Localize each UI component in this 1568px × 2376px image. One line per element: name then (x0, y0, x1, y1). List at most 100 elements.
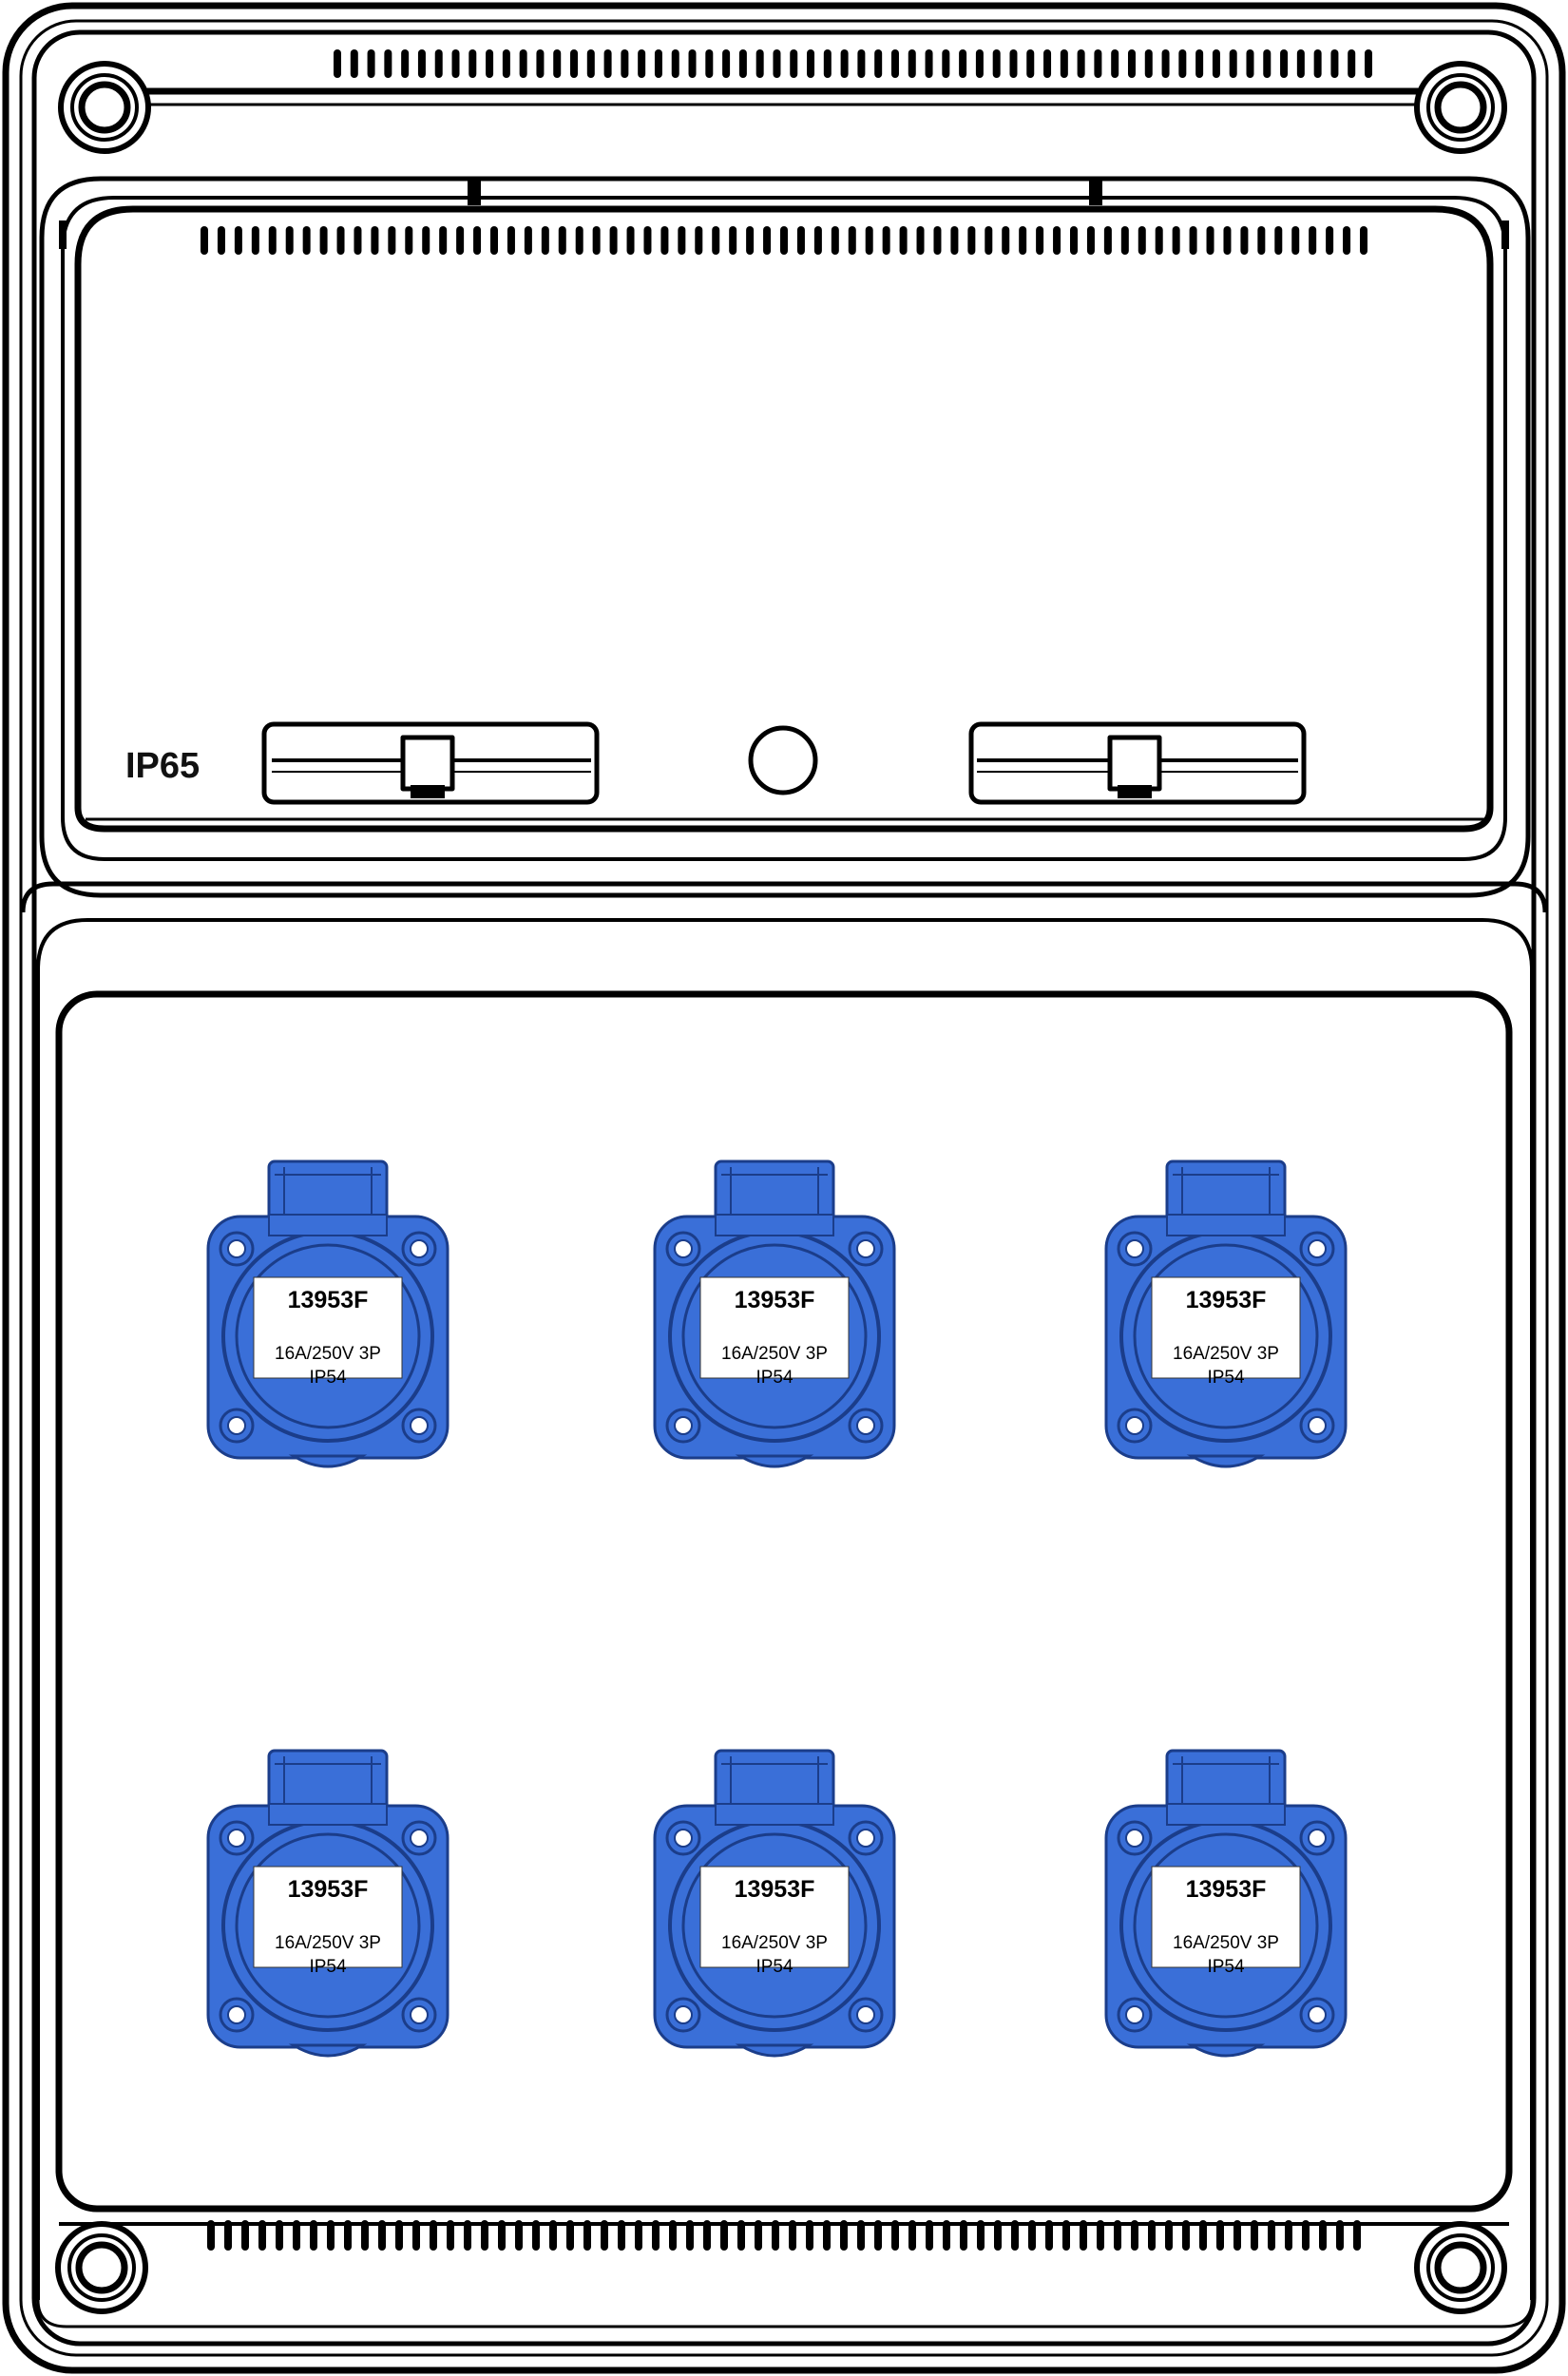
vent-slot (224, 2220, 232, 2251)
socket-2[interactable]: 13953F 16A/250V 3P IP54 (653, 1159, 896, 1468)
vent-slot (1097, 2220, 1104, 2251)
vent-grille-lid (201, 226, 1367, 255)
vent-slot (575, 226, 583, 255)
vent-slot (789, 2220, 796, 2251)
vent-slot (1309, 226, 1317, 255)
vent-slot (1138, 226, 1146, 255)
socket-3[interactable]: 13953F 16A/250V 3P IP54 (1104, 1159, 1348, 1468)
vent-slot (703, 2220, 711, 2251)
socket-code: 13953F (288, 1876, 369, 1903)
vent-slot (738, 49, 747, 78)
vent-slot (1348, 49, 1356, 78)
vent-slot (1028, 2220, 1036, 2251)
socket-spec-line2: IP54 (1207, 1957, 1245, 1977)
vent-slot (1302, 2220, 1310, 2251)
vent-slot (755, 49, 764, 78)
vent-slot (417, 49, 426, 78)
vent-slot (1127, 49, 1136, 78)
vent-slot (960, 2220, 967, 2251)
vent-slot (720, 2220, 728, 2251)
lid-lock-hole[interactable] (748, 725, 818, 795)
vent-slot (1285, 2220, 1292, 2251)
vent-slot (840, 2220, 848, 2251)
vent-slot (430, 2220, 437, 2251)
vent-slot (405, 226, 413, 255)
vent-slot (813, 226, 822, 255)
socket-spec-line2: IP54 (755, 1957, 794, 1977)
socket-6[interactable]: 13953F 16A/250V 3P IP54 (1104, 1749, 1348, 2058)
vent-slot (367, 49, 375, 78)
vent-slot (618, 2220, 625, 2251)
vent-grille-top (334, 49, 1372, 78)
vent-slot (354, 226, 362, 255)
vent-slot (890, 49, 899, 78)
vent-slot (942, 49, 950, 78)
vent-slot (1148, 2220, 1156, 2251)
vent-slot (592, 226, 601, 255)
socket-4[interactable]: 13953F 16A/250V 3P IP54 (206, 1749, 449, 2058)
vent-slot (763, 226, 772, 255)
vent-slot (925, 49, 933, 78)
socket-spec-line1: 16A/250V 3P (275, 1344, 381, 1364)
vent-slot (831, 226, 839, 255)
vent-slot (1026, 49, 1035, 78)
vent-slot (586, 49, 595, 78)
vent-slot (857, 2220, 865, 2251)
vent-slot (422, 226, 430, 255)
vent-slot (1223, 226, 1232, 255)
vent-slot (1045, 2220, 1053, 2251)
vent-slot (451, 49, 460, 78)
vent-slot (678, 226, 686, 255)
vent-slot (1144, 49, 1153, 78)
vent-slot (695, 226, 703, 255)
vent-slot (268, 226, 277, 255)
lid-latch-left[interactable] (261, 721, 600, 805)
vent-slot (755, 2220, 762, 2251)
socket-grid: 13953F 16A/250V 3P IP54 13953F 16A/250V … (206, 1159, 1348, 2058)
vent-slot (1206, 226, 1214, 255)
vent-slot (807, 49, 815, 78)
vent-slot (570, 49, 579, 78)
socket-5[interactable]: 13953F 16A/250V 3P IP54 (653, 1749, 896, 2058)
vent-slot (566, 2220, 574, 2251)
vent-slot (251, 226, 259, 255)
socket-code: 13953F (1186, 1287, 1267, 1313)
vent-slot (1251, 2220, 1258, 2251)
vent-slot (1131, 2220, 1138, 2251)
vent-slot (334, 49, 341, 78)
vent-slot (1319, 2220, 1327, 2251)
vent-slot (950, 226, 959, 255)
vent-slot (1360, 226, 1367, 255)
vent-slot (796, 226, 805, 255)
vent-slot (1114, 2220, 1121, 2251)
vent-slot (652, 2220, 660, 2251)
vent-slot (985, 226, 993, 255)
vent-slot (285, 226, 294, 255)
vent-slot (439, 226, 448, 255)
vent-slot (395, 2220, 403, 2251)
lid-latch-right[interactable] (968, 721, 1307, 805)
vent-slot (882, 226, 890, 255)
vent-slot (1155, 226, 1163, 255)
vent-slot (874, 49, 883, 78)
vent-slot (1216, 2220, 1224, 2251)
socket-1[interactable]: 13953F 16A/250V 3P IP54 (206, 1159, 449, 1468)
vent-slot (468, 49, 477, 78)
vent-slot (207, 2220, 215, 2251)
vent-slot (1002, 226, 1010, 255)
vent-slot (549, 2220, 557, 2251)
vent-slot (361, 2220, 369, 2251)
upper-lid[interactable] (39, 176, 1531, 898)
socket-spec-line1: 16A/250V 3P (275, 1933, 381, 1953)
vent-slot (773, 49, 781, 78)
vent-slot (515, 2220, 523, 2251)
vent-slot (434, 49, 443, 78)
vent-slot (1240, 226, 1249, 255)
vent-slot (933, 226, 942, 255)
vent-slot (840, 49, 849, 78)
vent-slot (378, 2220, 386, 2251)
vent-slot (1086, 226, 1095, 255)
vent-slot (975, 49, 984, 78)
vent-slot (1313, 49, 1322, 78)
vent-slot (371, 226, 379, 255)
